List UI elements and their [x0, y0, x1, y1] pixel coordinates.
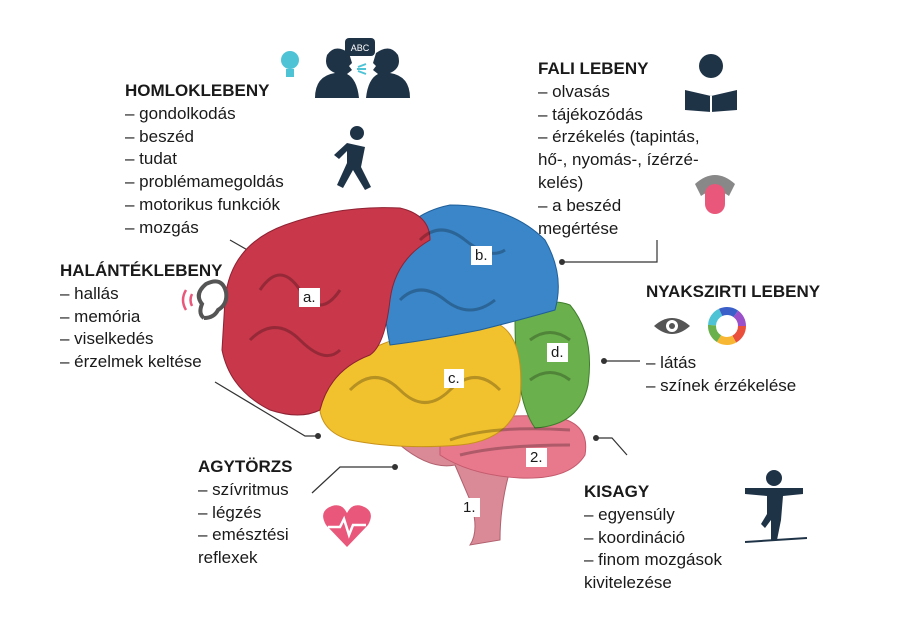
running-person-icon	[334, 126, 371, 190]
temporal-label: c.	[444, 369, 464, 388]
list-item: – viselkedés	[60, 329, 154, 349]
cerebellum-text: KISAGY – egyensúly – koordináció – finom…	[584, 481, 722, 595]
eye-icon	[654, 318, 690, 334]
leader-lines	[214, 239, 658, 494]
list-item: – egyensúly	[584, 504, 675, 524]
occipital-title: NYAKSZIRTI LEBENY	[646, 282, 821, 301]
list-item: reflexek	[198, 548, 258, 568]
frontal-label: a.	[299, 288, 320, 307]
list-item: – problémamegoldás	[125, 172, 284, 192]
list-item: megértése	[538, 218, 619, 238]
list-item: – mozgás	[125, 217, 199, 237]
brainstem-text: AGYTÖRZS – szívritmus – légzés – emészté…	[198, 456, 292, 570]
list-item: – látás	[646, 352, 697, 372]
list-item: kelés)	[538, 172, 584, 192]
list-item: – szívritmus	[198, 479, 289, 499]
list-item: – színek érzékelése	[646, 375, 797, 395]
cerebellum-label: 2.	[526, 448, 547, 467]
list-item: – beszéd	[125, 126, 194, 146]
parietal-text: FALI LEBENY – olvasás – tájékozódás – ér…	[538, 58, 700, 240]
frontal-title: HOMLOKLEBENY	[125, 81, 270, 100]
parietal-leader	[562, 240, 658, 263]
cerebellum-title: KISAGY	[584, 482, 650, 501]
list-item: – a beszéd	[538, 195, 622, 215]
parietal-label: b.	[471, 246, 492, 265]
balancing-person-icon	[745, 470, 807, 543]
list-item: – emésztési	[198, 525, 289, 545]
brainstem-leader	[311, 466, 395, 494]
parietal-title: FALI LEBENY	[538, 59, 649, 78]
ear-icon	[181, 279, 229, 320]
color-wheel-icon	[708, 307, 746, 345]
speech-bubble-text: ABC	[351, 43, 370, 53]
occipital-label: d.	[547, 343, 568, 362]
list-item: – finom mozgások	[584, 550, 722, 570]
list-item: – érzékelés (tapintás,	[538, 127, 700, 147]
list-item: – gondolkodás	[125, 103, 236, 123]
temporal-title: HALÁNTÉKLEBENY	[60, 261, 223, 280]
list-item: – tájékozódás	[538, 104, 643, 124]
speech-people-icon: ABC	[281, 38, 410, 98]
list-item: – motorikus funkciók	[125, 194, 280, 214]
occipital-lobe	[514, 301, 591, 429]
list-item: – koordináció	[584, 527, 686, 547]
temporal-leader	[214, 381, 318, 437]
list-item: – érzelmek keltése	[60, 352, 202, 372]
tongue-icon	[695, 175, 735, 214]
heart-pulse-icon	[323, 505, 371, 547]
temporal-text: HALÁNTÉKLEBENY – hallás – memória – vise…	[60, 260, 222, 374]
list-item: kivitelezése	[584, 573, 672, 593]
list-item: hő-, nyomás-, ízérzé-	[538, 150, 699, 170]
list-item: – légzés	[198, 502, 262, 522]
brainstem-title: AGYTÖRZS	[198, 457, 293, 476]
list-item: – memória	[60, 306, 141, 326]
brainstem-label: 1.	[459, 498, 480, 517]
eye-and-color-wheel-icon	[654, 307, 746, 345]
list-item: – hallás	[60, 283, 119, 303]
frontal-text: HOMLOKLEBENY – gondolkodás – beszéd – tu…	[125, 80, 284, 240]
occipital-text: NYAKSZIRTI LEBENY – látás – színek érzék…	[646, 281, 820, 397]
cerebellum-leader	[596, 437, 628, 456]
frontal-lobe	[221, 207, 431, 416]
list-item: – tudat	[125, 149, 177, 169]
list-item: – olvasás	[538, 81, 610, 101]
lightbulb-icon	[281, 51, 299, 77]
reading-person-icon	[685, 54, 737, 112]
